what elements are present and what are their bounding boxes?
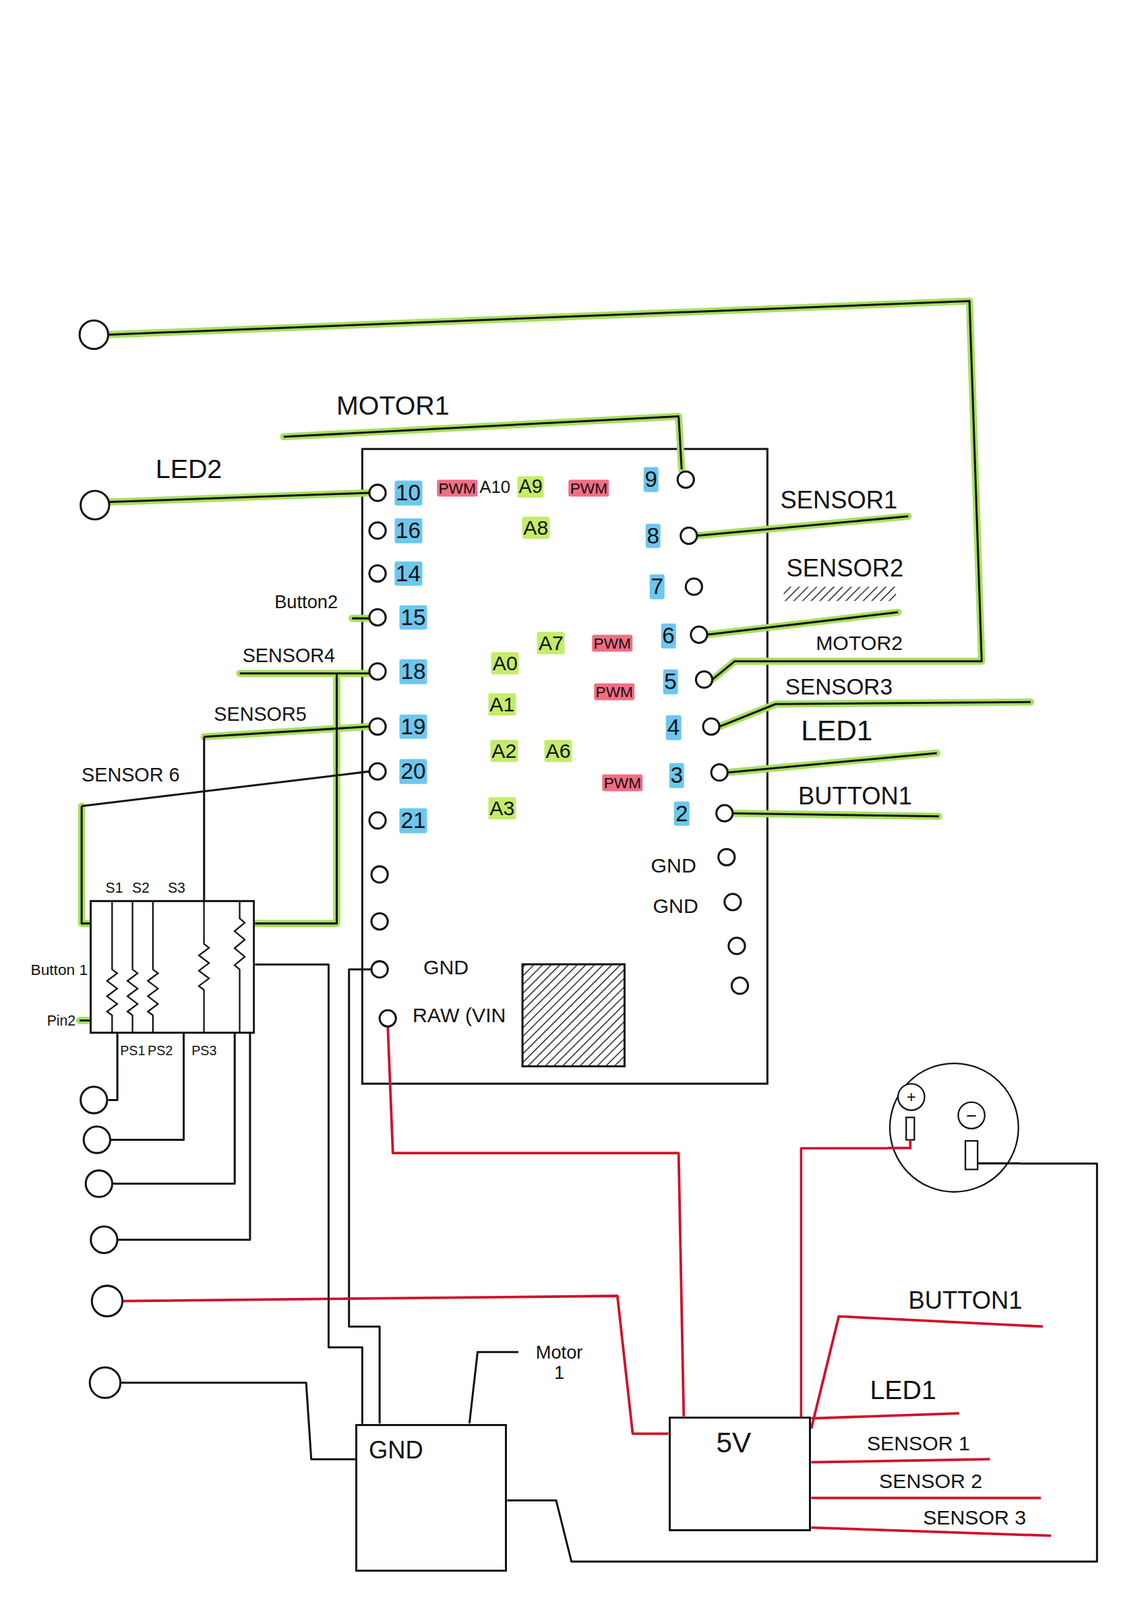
resistor-board (91, 901, 255, 1033)
polarity-sign: + (906, 1088, 917, 1107)
pin-label: A7 (537, 631, 565, 654)
pin-label: RAW (VIN (411, 1004, 507, 1027)
signal-label: MOTOR1 (335, 391, 451, 421)
pin-label: PWM (436, 479, 477, 497)
ground-bus: GND (355, 1423, 508, 1573)
pin-label: 14 (394, 560, 422, 586)
pin-label: 3 (668, 763, 685, 789)
board-label: S1 (105, 879, 124, 896)
signal-label: Button 1 (28, 961, 91, 979)
signal-label: BUTTON1 (907, 1286, 1024, 1314)
resistor-symbol (107, 901, 245, 1033)
board-label: S2 (132, 879, 150, 896)
bus-label: GND (368, 1436, 424, 1464)
signal-label: SENSOR3 (783, 674, 894, 700)
board-label: S3 (167, 879, 186, 896)
signal-label: LED1 (868, 1375, 938, 1405)
polarity-sign: − (966, 1105, 977, 1126)
power-wire (887, 1139, 911, 1149)
wire-connector (254, 964, 363, 1424)
pin-label: A1 (488, 692, 516, 716)
ground-wire (107, 969, 519, 1459)
pin-label: 6 (660, 623, 677, 649)
node-outline (887, 1061, 1021, 1194)
scribble (783, 586, 897, 601)
signal-label: SENSOR 2 (877, 1469, 984, 1492)
signal-label: SENSOR 3 (921, 1505, 1028, 1529)
signal-label: LED2 (154, 455, 224, 485)
jack-body (889, 1063, 1019, 1192)
pin-label: 15 (399, 605, 428, 631)
pin-label: 18 (399, 659, 428, 685)
pin-label: 9 (643, 467, 660, 493)
pin-label: GND (651, 895, 700, 918)
signal-label: SENSOR4 (241, 645, 337, 668)
pin-label: 4 (666, 715, 682, 741)
pin-label: A2 (490, 740, 518, 763)
chip-hatch (522, 963, 625, 1066)
pin-label: PWM (602, 774, 643, 792)
pin-label: 5 (662, 669, 679, 695)
pin-label: GND (421, 955, 470, 979)
polarity-ring (957, 1102, 985, 1129)
jack-terminal (965, 1140, 978, 1169)
signal-label: SENSOR2 (785, 554, 906, 582)
board-label: PS1 (119, 1043, 145, 1059)
signal-label: Motor 1 (527, 1342, 592, 1383)
signal-label: SENSOR 6 (80, 765, 181, 787)
signal-label: BUTTON1 (796, 782, 914, 810)
board-label: PS2 (147, 1043, 173, 1059)
pin-label: A3 (488, 796, 516, 820)
pin-label: A9 (517, 475, 545, 498)
polarity-ring (897, 1083, 925, 1111)
board-outline (362, 448, 768, 1084)
pin-circles (369, 471, 749, 1027)
pin-label: 2 (674, 800, 690, 826)
pin-label: A0 (491, 651, 520, 675)
pin-label: 7 (649, 574, 666, 600)
jack-terminal (906, 1117, 915, 1140)
node-outline (89, 872, 255, 1067)
terminal-circles (79, 320, 123, 1398)
pin-label: A8 (521, 516, 550, 539)
signal-label: LED1 (799, 715, 874, 747)
pin-label: 19 (399, 714, 428, 740)
power-wire (122, 1026, 1052, 1535)
signal-label: Pin2 (45, 1012, 77, 1029)
pin-label: 16 (394, 518, 422, 544)
pin-label: 8 (645, 523, 662, 549)
signal-label: SENSOR1 (779, 486, 900, 514)
pin-label: A10 (477, 477, 512, 497)
pin-label: A6 (544, 740, 573, 763)
pin-label: GND (649, 854, 698, 877)
wire-connector (506, 1163, 1097, 1562)
bus-label: 5V (715, 1427, 751, 1459)
signal-label: SENSOR5 (212, 703, 308, 726)
pin-label: PWM (568, 479, 609, 497)
signal-label: Button2 (273, 591, 340, 613)
board-label: PS3 (191, 1043, 217, 1059)
pin-label: PWM (592, 634, 633, 652)
pin-label: 20 (399, 759, 428, 784)
ground-wire (977, 1162, 1021, 1165)
supply-bus: 5V (668, 1416, 812, 1531)
power-jack: +− (887, 1061, 1021, 1194)
pin-label: 21 (399, 808, 428, 834)
pin-label: PWM (594, 683, 635, 701)
signal-label: MOTOR2 (814, 631, 904, 654)
resistor-board: S1 S2 S3PS1PS2 PS3 (89, 872, 255, 1067)
signal-label: SENSOR 1 (865, 1431, 972, 1455)
pin-label: 10 (394, 480, 422, 506)
